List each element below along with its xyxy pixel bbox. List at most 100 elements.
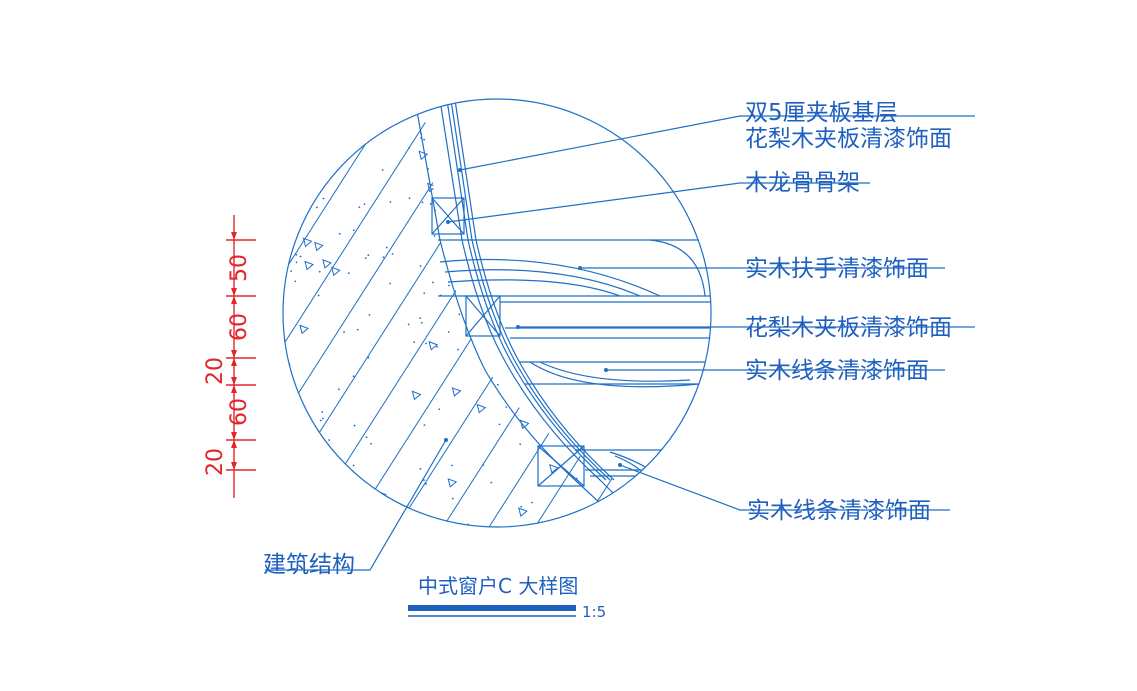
hatch-dot: [299, 255, 302, 258]
hatch-dot: [389, 282, 392, 285]
hatch-dot: [451, 497, 454, 500]
hatch-dot: [447, 331, 450, 333]
hatch-dot: [316, 206, 318, 209]
hatch-dot: [352, 464, 355, 467]
hatch-dot: [283, 257, 284, 260]
hatch-aggregate: [302, 237, 313, 248]
hatch-dot: [358, 206, 361, 209]
hatch-dot: [494, 222, 496, 225]
hatch-line: [0, 90, 262, 560]
hatch-dot: [472, 275, 474, 278]
hatch-dot: [494, 168, 496, 171]
hatch-dot: [569, 397, 571, 400]
label-handrail: 实木扶手清漆饰面: [745, 256, 929, 282]
hatch-dot: [319, 419, 322, 422]
dim-60-upper: 60: [227, 313, 252, 341]
hatch-dot: [399, 504, 402, 507]
hatch-dot: [376, 498, 379, 501]
hatch-dot: [532, 159, 534, 162]
hatch-dot: [420, 321, 423, 324]
hatch-dot: [304, 485, 307, 488]
hatch-dot: [561, 416, 564, 419]
structure-boundary: [414, 99, 641, 527]
hatch-dot: [390, 529, 392, 531]
hatch-dot: [452, 122, 454, 125]
hatch-dot: [489, 166, 492, 169]
hatch-aggregate: [304, 260, 314, 271]
hatch-dot: [563, 250, 566, 253]
hatch-dot: [590, 343, 593, 346]
hatch-dot: [551, 111, 554, 114]
hatch-dot: [391, 253, 394, 255]
hatch-dot: [403, 113, 406, 115]
hatch-dot: [454, 535, 456, 537]
hatch-dot: [489, 132, 492, 135]
hatch-dot: [448, 284, 450, 287]
hatch-dot: [520, 505, 523, 508]
drawing-title: 中式窗户C 大样图: [418, 574, 578, 598]
structure-hatch: [0, 90, 711, 560]
hatch-dot: [295, 261, 298, 264]
hatch-line: [375, 99, 677, 527]
hatch-dot: [519, 443, 522, 446]
hatch-dot: [328, 439, 331, 441]
hatch-dot: [482, 464, 485, 466]
hatch-aggregate: [299, 324, 310, 335]
hatch-dot: [543, 426, 546, 428]
hatch-dot: [467, 305, 469, 308]
hatch-line: [421, 99, 711, 527]
hatch-dot: [385, 246, 388, 249]
label-plywood-base: 双5厘夹板基层: [745, 100, 898, 126]
molding-2-section: [609, 451, 651, 471]
hatch-dot: [437, 121, 439, 124]
hatch-dot: [321, 411, 324, 413]
cladding-layer: [450, 99, 611, 481]
hatch-aggregate: [451, 387, 462, 397]
keel-block: [431, 197, 465, 235]
dim-50: 50: [227, 254, 252, 282]
hatch-dot: [408, 147, 410, 149]
hatch-dot: [294, 280, 297, 283]
dimension-chain: 50 60 20 60 20: [203, 215, 256, 498]
detail-circle: [282, 98, 712, 528]
hatch-dot: [355, 488, 358, 490]
hatch-dot: [305, 108, 308, 111]
hatch-aggregate: [549, 463, 559, 474]
hatch-dot: [544, 177, 547, 180]
hatch-dot: [478, 137, 481, 139]
hatch-dot: [367, 254, 370, 257]
hatch-dot: [565, 215, 568, 218]
hatch-dot: [513, 315, 516, 318]
hatch-dot: [454, 244, 456, 247]
hatch-dot: [364, 257, 367, 260]
drawing-scale: 1:5: [582, 603, 606, 621]
hatch-dot: [425, 342, 427, 345]
label-pear-veneer-mid: 花梨木夹板清漆饰面: [745, 315, 952, 341]
hatch-dot: [347, 272, 350, 275]
hatch-dot: [423, 424, 426, 426]
hatch-dot: [319, 448, 321, 450]
hatch-dot: [368, 313, 371, 316]
hatch-dot: [306, 191, 309, 194]
hatch-line: [283, 99, 355, 527]
hatch-aggregate: [322, 259, 332, 269]
hatch-dot: [419, 468, 422, 470]
hatch-aggregate: [428, 340, 439, 351]
hatch-dot: [338, 232, 341, 235]
hatch-aggregate: [331, 266, 341, 277]
label-pear-veneer-top: 花梨木夹板清漆饰面: [745, 126, 952, 152]
hatch-dot: [432, 281, 434, 284]
hatch-aggregate: [463, 282, 473, 293]
hatch-dot: [466, 293, 469, 295]
hatch-dot: [567, 145, 569, 148]
hatch-dot: [318, 270, 321, 273]
hatch-dot: [518, 380, 521, 383]
hatch-dot: [305, 129, 308, 131]
label-wood-keel: 木龙骨骨架: [745, 170, 860, 196]
hatch-dot: [584, 242, 587, 244]
hatch-line: [283, 99, 585, 527]
hatch-dot: [306, 170, 309, 173]
hatch-dot: [450, 464, 453, 467]
dim-60-lower: 60: [227, 398, 252, 426]
